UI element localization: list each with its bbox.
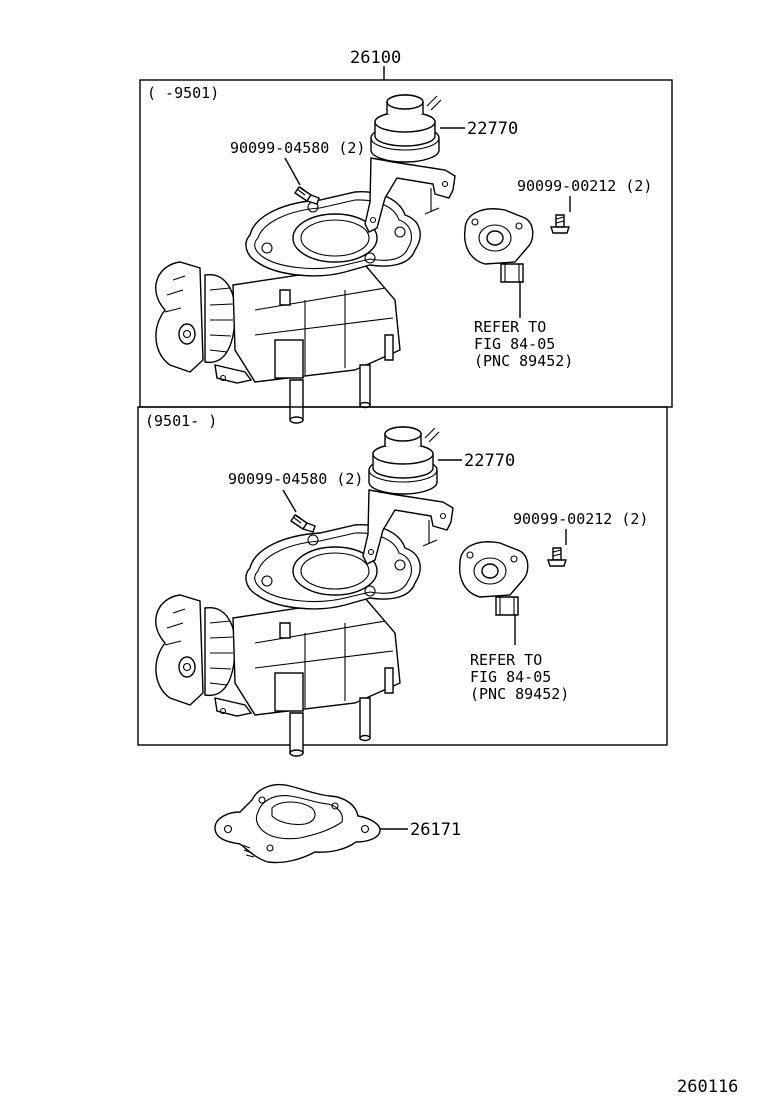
refer-line-3: (PNC 89452) bbox=[470, 685, 569, 703]
vacuum-unit bbox=[362, 426, 454, 565]
diagram-id: 260116 bbox=[677, 1077, 738, 1097]
refer-line-2: FIG 84-05 bbox=[470, 668, 551, 686]
panel-frame bbox=[137, 406, 668, 746]
panel-late: (9501- ) 22770 90099-04580 (2) 90099-002… bbox=[137, 406, 668, 757]
vacuum-unit-number: 22770 bbox=[464, 451, 515, 471]
refer-line-2: FIG 84-05 bbox=[474, 335, 555, 353]
screw bbox=[547, 547, 567, 567]
throttle-position-sensor bbox=[458, 541, 529, 616]
screw-left-number: 90099-04580 (2) bbox=[228, 470, 363, 488]
vacuum-unit bbox=[364, 94, 456, 233]
main-part-number: 26100 bbox=[350, 48, 401, 68]
leader-line bbox=[282, 489, 297, 513]
screw-right-number: 90099-00212 (2) bbox=[517, 177, 652, 195]
gasket bbox=[214, 783, 381, 864]
screw-right-number: 90099-00212 (2) bbox=[513, 510, 648, 528]
panel-early: ( -9501) 22770 90099-04580 (2) 90099-002… bbox=[139, 79, 673, 424]
screw bbox=[550, 214, 570, 234]
date-range-label: ( -9501) bbox=[147, 84, 219, 102]
date-range-label: (9501- ) bbox=[145, 412, 217, 430]
leader-line bbox=[284, 157, 301, 186]
screw bbox=[290, 514, 316, 533]
throttle-body bbox=[155, 191, 421, 424]
vacuum-unit-number: 22770 bbox=[467, 119, 518, 139]
gasket-number: 26171 bbox=[410, 820, 461, 840]
screw-left-number: 90099-04580 (2) bbox=[230, 139, 365, 157]
throttle-body bbox=[155, 524, 421, 757]
refer-line-1: REFER TO bbox=[474, 318, 546, 336]
refer-line-3: (PNC 89452) bbox=[474, 352, 573, 370]
throttle-position-sensor bbox=[463, 208, 534, 283]
screw bbox=[294, 186, 320, 205]
refer-line-1: REFER TO bbox=[470, 651, 542, 669]
